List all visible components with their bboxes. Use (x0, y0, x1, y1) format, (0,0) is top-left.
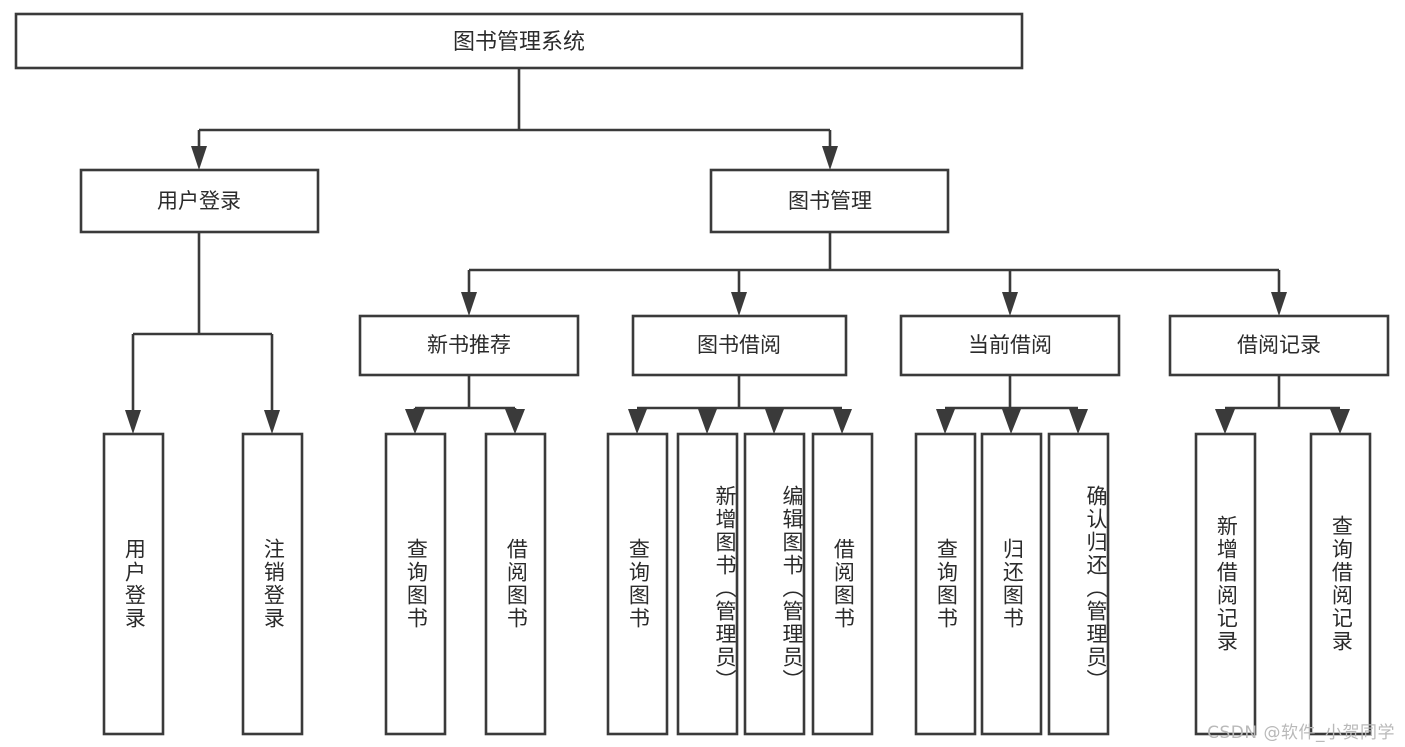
arrowhead-leaf-add-record (1215, 409, 1235, 434)
arrowhead-leaf-borrow-book-new (505, 409, 525, 434)
arrowhead-leaf-query-book-borrow (628, 409, 647, 434)
node-new-book-recommend[interactable]: 新书推荐 (358, 314, 580, 377)
node-borrow-records-label: 借阅记录 (1237, 333, 1321, 357)
arrowhead-leaf-return-book (1002, 409, 1021, 434)
node-leaf-logout-box[interactable] (241, 432, 304, 736)
arrowhead-leaf-query-book-new (405, 409, 425, 434)
arrowhead-userlogin (191, 146, 207, 170)
node-root-box[interactable] (14, 12, 1024, 70)
node-borrow-records-box[interactable] (1168, 314, 1390, 377)
arrowhead-leaf-logout (264, 410, 280, 434)
node-leaf-user-login-box[interactable] (102, 432, 165, 736)
node-leaf-return-book-box[interactable] (980, 432, 1043, 736)
arrowhead-book-borrow (731, 292, 747, 316)
node-leaf-borrow-book-new-box[interactable] (484, 432, 547, 736)
node-user-login-box[interactable] (79, 168, 320, 234)
arrowhead-leaf-confirm-return (1069, 409, 1088, 434)
csdn-watermark: CSDN @软件_小贺同学 (1207, 723, 1395, 743)
node-book-borrow[interactable]: 图书借阅 (631, 314, 848, 377)
arrowhead-leaf-borrow-book (833, 409, 852, 434)
arrowhead-new-book-recommend (461, 292, 477, 316)
arrowhead-leaf-query-record (1330, 409, 1350, 434)
node-new-book-recommend-box[interactable] (358, 314, 580, 377)
arrowhead-current-borrow (1002, 292, 1018, 316)
node-borrow-records[interactable]: 借阅记录 (1168, 314, 1390, 377)
node-new-book-recommend-label: 新书推荐 (427, 333, 511, 357)
node-current-borrow[interactable]: 当前借阅 (899, 314, 1121, 377)
node-leaf-add-book-box[interactable] (676, 432, 739, 736)
node-book-management-label: 图书管理 (788, 189, 872, 213)
node-book-management[interactable]: 图书管理 (709, 168, 950, 234)
connector-group (125, 68, 1350, 434)
arrowhead-leaf-user-login (125, 410, 141, 434)
node-leaf-borrow-book-box[interactable] (811, 432, 874, 736)
node-leaf-query-record-box[interactable] (1309, 432, 1372, 736)
node-root-label: 图书管理系统 (453, 30, 585, 55)
arrowhead-leaf-query-book-current (936, 409, 955, 434)
node-current-borrow-box[interactable] (899, 314, 1121, 377)
arrowhead-leaf-edit-book (765, 409, 784, 434)
leaf-node-group (102, 432, 1372, 736)
node-current-borrow-label: 当前借阅 (968, 333, 1052, 357)
node-leaf-add-record-box[interactable] (1194, 432, 1257, 736)
node-user-login-label: 用户登录 (157, 189, 241, 213)
node-leaf-edit-book-box[interactable] (743, 432, 806, 736)
arrowhead-borrow-records (1271, 292, 1287, 316)
node-leaf-query-book-new-box[interactable] (384, 432, 447, 736)
arrowhead-bookmgmt (822, 146, 838, 170)
node-root[interactable]: 图书管理系统 (14, 12, 1024, 70)
node-book-borrow-box[interactable] (631, 314, 848, 377)
node-leaf-query-book-borrow-box[interactable] (606, 432, 669, 736)
node-leaf-query-book-current-box[interactable] (914, 432, 977, 736)
node-leaf-confirm-return-box[interactable] (1047, 432, 1110, 736)
arrowhead-leaf-add-book (698, 409, 717, 434)
node-book-borrow-label: 图书借阅 (697, 333, 781, 357)
node-user-login[interactable]: 用户登录 (79, 168, 320, 234)
node-book-management-box[interactable] (709, 168, 950, 234)
